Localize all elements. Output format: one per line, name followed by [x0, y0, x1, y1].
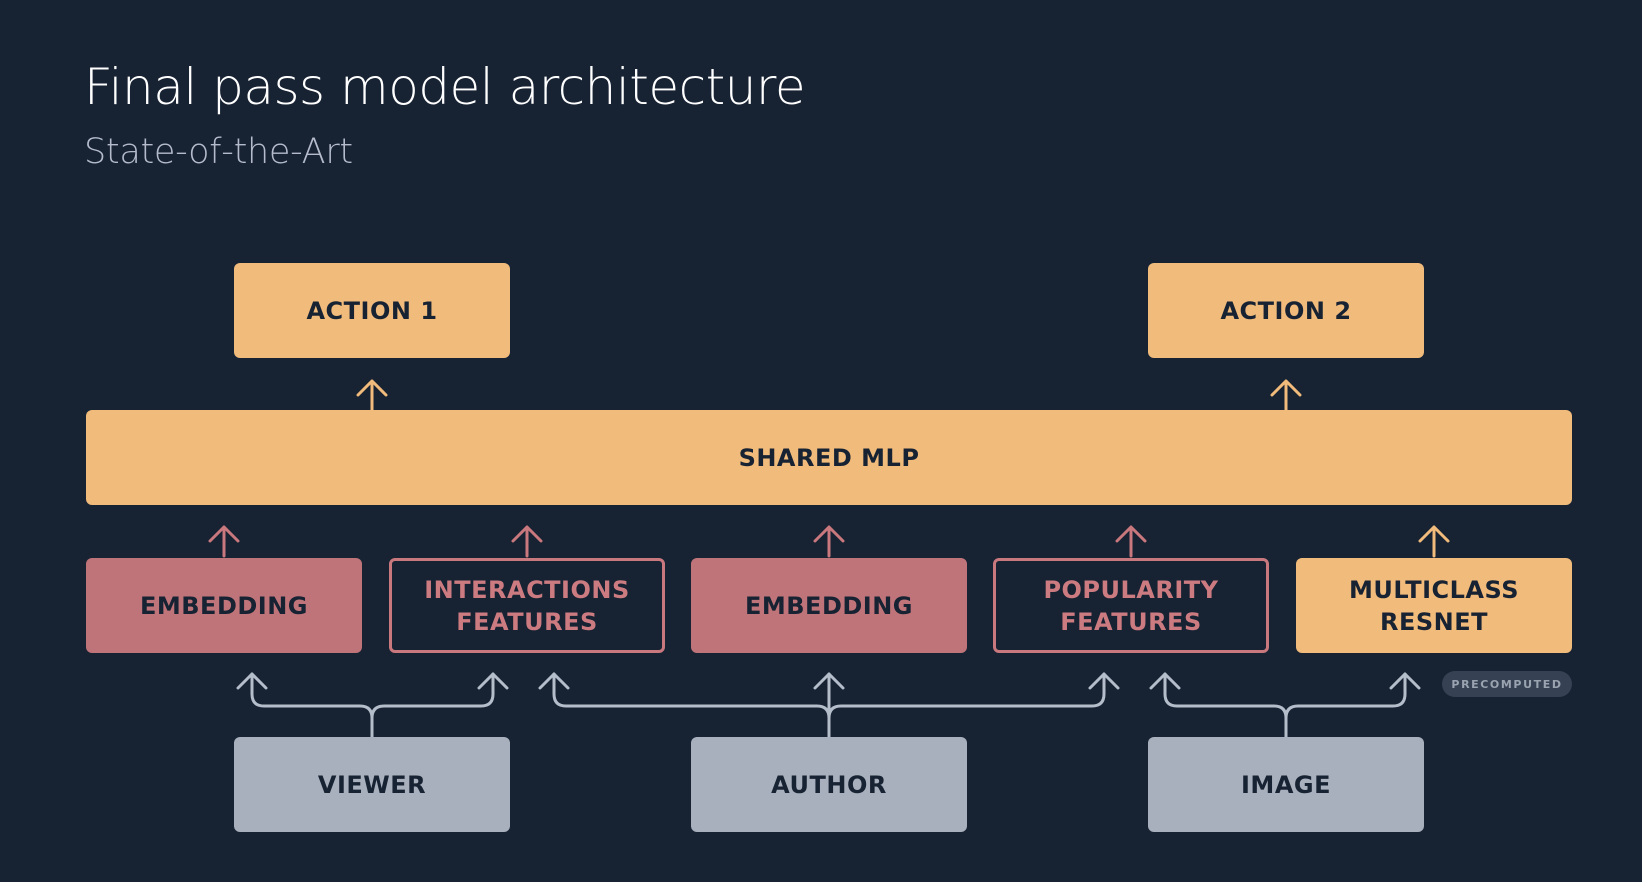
arrow-embedding-2-to-mlp: [813, 525, 845, 558]
precomputed-badge: PRECOMPUTED: [1442, 671, 1572, 697]
multiclass-resnet-box: MULTICLASS RESNET: [1296, 558, 1572, 653]
interactions-features-box: INTERACTIONS FEATURES: [389, 558, 665, 653]
author-to-popularity-line: [827, 672, 1106, 720]
arrow-popularity-to-mlp: [1115, 525, 1147, 558]
arrow-embedding-1-to-mlp: [208, 525, 240, 558]
image-to-resnet-line: [1284, 672, 1407, 720]
arrow-resnet-to-mlp: [1418, 525, 1450, 558]
shared-mlp-box: SHARED MLP: [86, 410, 1572, 505]
author-box: AUTHOR: [691, 737, 967, 832]
slide-subtitle: State-of-the-Art: [84, 132, 353, 172]
arrow-interactions-to-mlp: [511, 525, 543, 558]
viewer-to-interactions-line: [370, 672, 495, 720]
image-box: IMAGE: [1148, 737, 1424, 832]
embedding-box-2: EMBEDDING: [691, 558, 967, 653]
arrow-to-action-1: [356, 379, 388, 412]
image-to-popularity-line: [1163, 672, 1288, 739]
slide-title: Final pass model architecture: [84, 58, 806, 116]
popularity-features-box: POPULARITY FEATURES: [993, 558, 1269, 653]
embedding-box-1: EMBEDDING: [86, 558, 362, 653]
author-to-interactions-line: [552, 672, 831, 720]
viewer-box: VIEWER: [234, 737, 510, 832]
arrow-to-action-2: [1270, 379, 1302, 412]
viewer-to-embedding-line: [250, 672, 374, 739]
action-2-box: ACTION 2: [1148, 263, 1424, 358]
action-1-box: ACTION 1: [234, 263, 510, 358]
